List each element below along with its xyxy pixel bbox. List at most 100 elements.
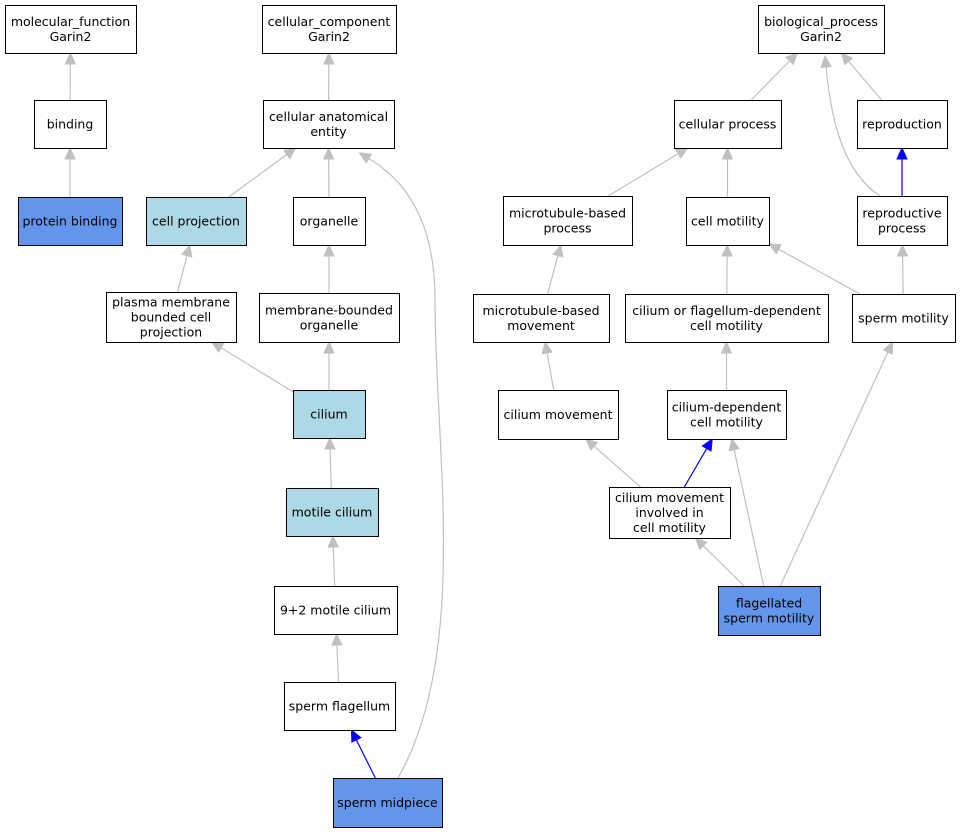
arrowhead xyxy=(327,534,340,548)
arrowhead xyxy=(323,243,335,257)
node-label: cell projection xyxy=(152,214,240,229)
node-label: 9+2 motile cilium xyxy=(280,603,391,618)
edge-sperm-midpiece-to-sperm-flagellum xyxy=(350,728,376,779)
edge-line xyxy=(546,351,555,391)
node-label: projection xyxy=(140,325,202,340)
edges-layer xyxy=(64,51,909,779)
node-box xyxy=(263,100,395,149)
edge-line xyxy=(329,447,332,489)
edge-line xyxy=(367,157,445,779)
arrowhead xyxy=(840,52,854,66)
edge-line xyxy=(750,59,791,101)
edge-mt-process-to-cellular-process xyxy=(607,147,689,197)
edge-flagellated-sperm-to-cilium-mov-involved xyxy=(694,537,745,587)
edge-line xyxy=(901,254,904,295)
node-label: cellular_component xyxy=(268,14,391,29)
node-box xyxy=(857,196,948,246)
node-box xyxy=(625,294,829,343)
node-cilium-movement[interactable]: cilium movement xyxy=(498,390,619,440)
node-label: sperm flagellum xyxy=(289,699,390,714)
node-reproduction[interactable]: reproduction xyxy=(857,100,948,149)
node-cellular-process[interactable]: cellular process xyxy=(674,100,782,149)
edge-line xyxy=(825,65,881,197)
arrowhead xyxy=(694,537,708,551)
edge-flagellated-sperm-to-sperm-motility xyxy=(779,340,893,587)
arrowhead xyxy=(322,146,335,160)
edge-pm-bounded-to-cell-projection xyxy=(176,243,193,293)
node-box xyxy=(106,292,237,343)
node-label: binding xyxy=(47,117,94,132)
node-label: involved in xyxy=(635,505,703,520)
arrowhead xyxy=(181,243,193,258)
edge-line xyxy=(228,153,289,198)
edge-sperm-motility-to-cell-motility xyxy=(767,243,861,295)
arrowhead xyxy=(541,340,553,355)
node-box xyxy=(18,197,123,246)
node-label: flagellated xyxy=(736,596,802,611)
node-box xyxy=(262,5,397,54)
arrowhead xyxy=(324,436,336,450)
edge-cell-projection-to-cell-anat xyxy=(228,147,297,198)
node-box xyxy=(5,5,137,54)
edge-flagellated-sperm-to-cilium-dep-motility xyxy=(728,437,765,587)
node-label: cell motility xyxy=(633,520,707,535)
edge-cell-anat-to-cc-root xyxy=(323,51,335,101)
edge-line xyxy=(607,152,680,197)
edge-cilium-mov-involved-to-cilium-dep-motility xyxy=(683,437,713,488)
arrowhead xyxy=(552,243,564,258)
edge-line xyxy=(779,350,889,587)
node-box xyxy=(686,197,770,246)
node-label: bounded cell xyxy=(131,310,211,325)
node-label: membrane-bounded xyxy=(265,303,393,318)
edge-line xyxy=(702,544,745,587)
node-box xyxy=(284,682,396,731)
node-label: process xyxy=(878,221,926,236)
edge-line xyxy=(546,254,559,295)
node-sperm-midpiece[interactable]: sperm midpiece xyxy=(333,778,443,828)
node-label: organelle xyxy=(300,214,359,229)
arrowhead xyxy=(882,340,893,355)
edge-reproduction-to-bp-root xyxy=(840,52,882,101)
edge-cilium-flag-motility-to-cell-motility xyxy=(721,243,733,295)
edge-cilium-to-mem-bounded xyxy=(323,340,335,390)
node-box xyxy=(259,293,400,343)
node-cell-projection[interactable]: cell projection xyxy=(146,197,247,246)
node-label: cellular process xyxy=(679,117,777,132)
node-organelle[interactable]: organelle xyxy=(293,197,366,246)
edge-motile-cilium-to-cilium xyxy=(324,436,336,489)
node-box xyxy=(758,5,885,54)
node-motile-cilium[interactable]: motile cilium xyxy=(286,488,379,537)
node-binding[interactable]: binding xyxy=(34,100,107,149)
node-nine-two[interactable]: 9+2 motile cilium xyxy=(274,586,398,635)
node-sperm-flagellum[interactable]: sperm flagellum xyxy=(284,682,396,731)
node-label: protein binding xyxy=(22,214,117,229)
node-sperm-motility[interactable]: sperm motility xyxy=(852,294,956,343)
node-label: organelle xyxy=(300,318,359,333)
node-label: motile cilium xyxy=(292,505,373,520)
edge-line xyxy=(332,545,336,587)
node-label: entity xyxy=(310,124,347,139)
arrowhead xyxy=(721,146,734,160)
node-cilium[interactable]: cilium xyxy=(293,390,366,439)
node-protein-binding[interactable]: protein binding xyxy=(18,197,123,246)
edge-protein-binding-to-binding xyxy=(64,146,76,197)
edge-line xyxy=(733,448,765,587)
node-cell-motility[interactable]: cell motility xyxy=(686,197,770,246)
node-label: sperm midpiece xyxy=(337,795,438,810)
edge-cilium-dep-motility-to-cilium-flag-motility xyxy=(720,340,733,390)
arrowhead xyxy=(720,340,733,354)
